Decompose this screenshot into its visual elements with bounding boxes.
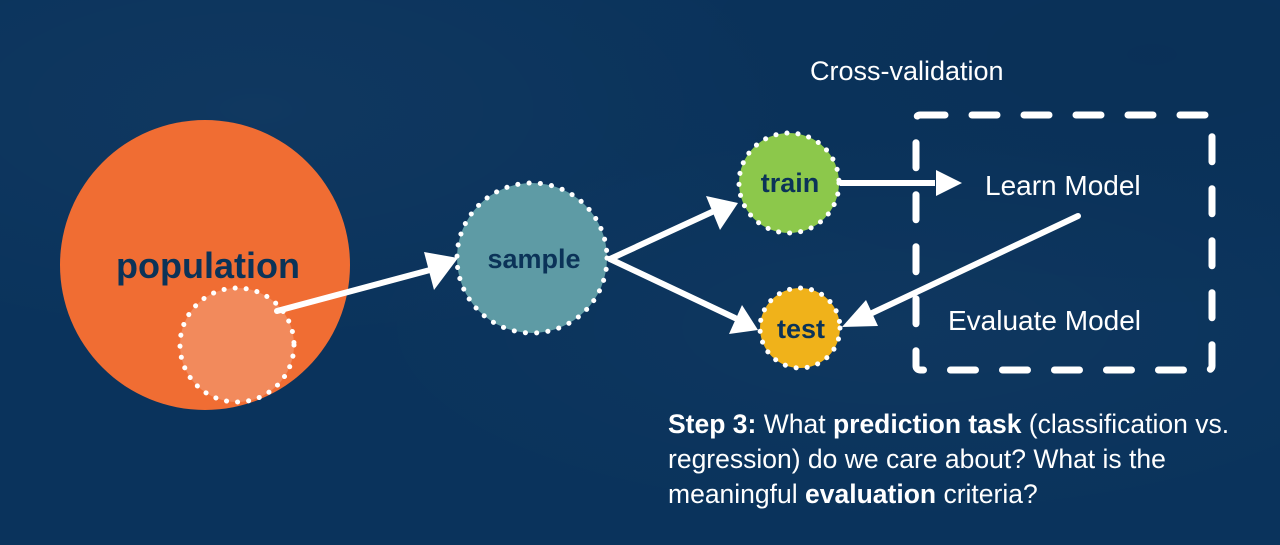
- step-label: Step 3:: [668, 409, 757, 439]
- arrow-population-to-sample: [274, 252, 458, 314]
- sample-label: sample: [487, 244, 580, 274]
- cross-validation-title: Cross-validation: [810, 56, 1004, 86]
- population-label: population: [116, 245, 300, 286]
- test-node: [757, 285, 843, 371]
- sample-node: [454, 180, 610, 336]
- arrow-sample-to-test: [607, 256, 758, 334]
- model-box: [912, 111, 1216, 374]
- train-label: train: [761, 168, 820, 198]
- caption-bold-prediction-task: prediction task: [832, 409, 1022, 439]
- arrow-train-to-learn: [840, 170, 962, 196]
- step-caption: Step 3: What prediction task (classifica…: [668, 407, 1268, 512]
- evaluate-model-label: Evaluate Model: [948, 305, 1141, 336]
- arrow-sample-to-train: [607, 196, 738, 262]
- learn-model-label: Learn Model: [985, 170, 1141, 201]
- population-subset-node: [177, 285, 297, 405]
- caption-text-1: What: [756, 409, 833, 439]
- train-node: [736, 130, 842, 236]
- caption-text-3: criteria?: [936, 479, 1038, 509]
- arrow-learn-to-test: [842, 213, 1081, 327]
- caption-text-2: (classification vs. regression) do we ca…: [668, 409, 1230, 509]
- test-label: test: [777, 314, 825, 344]
- caption-bold-evaluation: evaluation: [805, 479, 937, 509]
